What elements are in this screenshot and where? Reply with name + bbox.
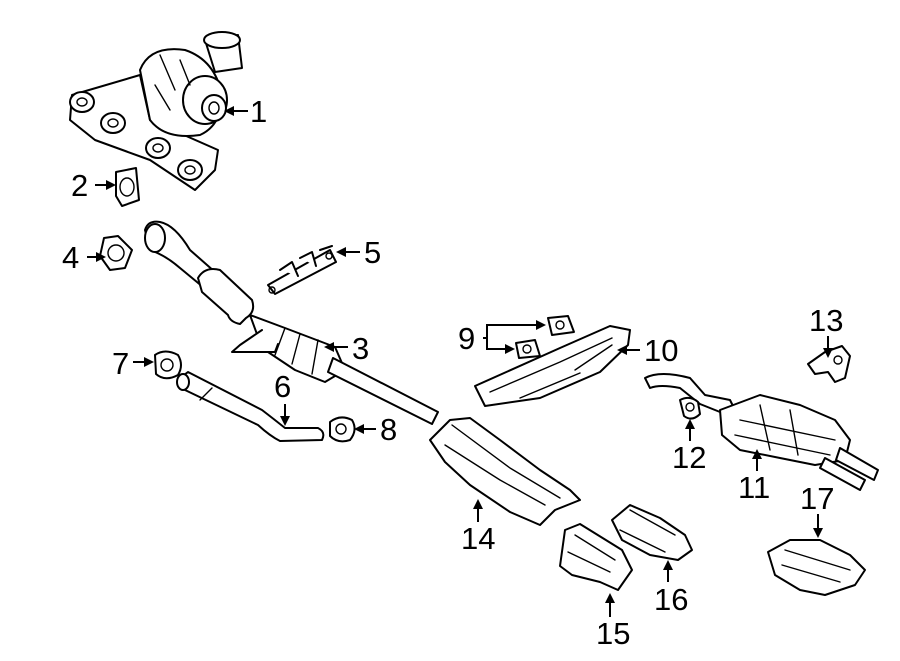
hanger-9-lower	[515, 339, 541, 359]
leader-15	[605, 593, 615, 617]
leader-2	[95, 180, 116, 190]
callout-4: 4	[62, 240, 79, 275]
leader-11	[752, 449, 762, 471]
leader-12	[685, 419, 695, 441]
heat-shield-14	[429, 417, 581, 526]
leader-5	[336, 247, 360, 257]
heat-shield-10	[474, 325, 631, 407]
leader-10	[617, 345, 640, 355]
heat-shield-17	[767, 539, 866, 596]
callout-10: 10	[644, 333, 678, 368]
callout-15: 15	[596, 616, 630, 651]
callout-7: 7	[112, 346, 129, 381]
callout-17: 17	[800, 481, 834, 516]
rear-muffler	[644, 373, 879, 491]
turbocharger-manifold	[69, 31, 243, 191]
clamp-12	[679, 396, 701, 420]
callout-3: 3	[352, 331, 369, 366]
callout-13: 13	[809, 303, 843, 338]
flange-gasket-4	[99, 235, 133, 271]
callout-12: 12	[672, 440, 706, 475]
leader-3	[324, 342, 348, 352]
hanger-9-upper	[547, 315, 575, 336]
leader-4	[87, 252, 106, 262]
front-pipe-catalytic-converter	[144, 220, 439, 425]
heat-shield-15	[559, 523, 633, 591]
callout-11: 11	[738, 470, 770, 505]
leader-16	[663, 560, 673, 582]
clamp-7	[154, 350, 182, 380]
clamp-8	[329, 416, 356, 443]
leader-6	[280, 404, 290, 426]
leader-7	[133, 357, 154, 367]
callout-14: 14	[461, 521, 495, 556]
leader-13	[823, 336, 833, 358]
callout-1: 1	[250, 94, 267, 129]
bracket-5	[267, 245, 337, 295]
leader-1	[224, 106, 248, 116]
gasket-2	[115, 167, 140, 207]
heat-shield-16	[611, 504, 693, 561]
leader-14	[473, 499, 483, 522]
callout-5: 5	[364, 235, 381, 270]
callout-2: 2	[71, 168, 88, 203]
callout-9: 9	[458, 321, 475, 356]
callout-8: 8	[380, 412, 397, 447]
pipe-6	[176, 371, 325, 442]
leader-8	[354, 424, 376, 434]
callout-16: 16	[654, 582, 688, 617]
callout-6: 6	[274, 369, 291, 404]
leader-17	[813, 514, 823, 538]
leader-9	[483, 320, 546, 354]
